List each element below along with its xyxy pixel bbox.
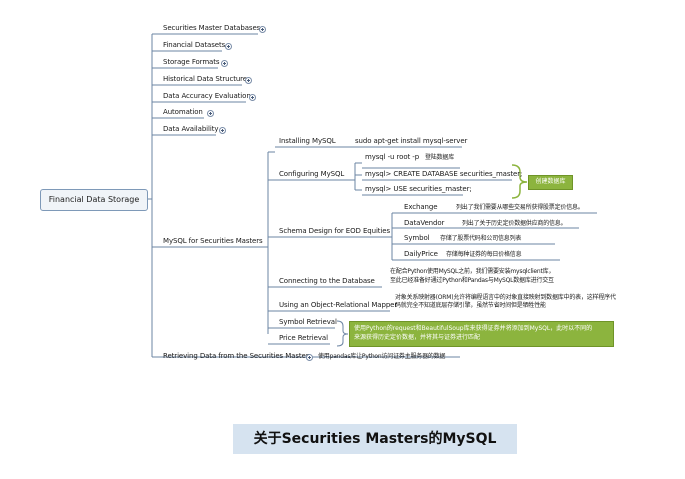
- config-command: mysql -u root -p: [365, 153, 420, 161]
- config-command-desc: 登陆数据库: [425, 154, 455, 161]
- expand-plus-icon[interactable]: [221, 60, 228, 67]
- retrieving-detail: 使用pandas库让Python访问证券主服务器的数据: [318, 353, 446, 360]
- table-name: DailyPrice: [404, 250, 438, 258]
- table-desc: 列出了关于历史定价数据供应商的信息。: [462, 220, 567, 227]
- expand-plus-icon[interactable]: [207, 110, 214, 117]
- expand-plus-icon[interactable]: [306, 354, 313, 361]
- node-data-accuracy-evaluation[interactable]: Data Accuracy Evaluation: [163, 92, 251, 100]
- table-name: DataVendor: [404, 219, 445, 227]
- node-installing-mysql[interactable]: Installing MySQL: [279, 137, 336, 145]
- connecting-detail-line: 在配合Python使用MySQL之前，我们需要安装mysqlclient库，: [390, 268, 555, 275]
- expand-plus-icon[interactable]: [249, 94, 256, 101]
- retrieval-note-line: 使用Python的request和BeautifulSoup库来获得证券并将添加…: [354, 325, 593, 332]
- node-schema-design[interactable]: Schema Design for EOD Equities: [279, 227, 391, 235]
- node-orm[interactable]: Using an Object-Relational Mapper: [279, 301, 398, 309]
- node-historical-data-structure[interactable]: Historical Data Structure: [163, 75, 248, 83]
- config-command: mysql> USE securities_master;: [365, 185, 472, 193]
- node-financial-datasets[interactable]: Financial Datasets: [163, 41, 226, 49]
- orm-detail-line: 码就完全不知道底层存储引擎，虽然节省时间但是牺牲性能: [395, 302, 546, 309]
- orm-detail-line: 对象关系映射器(ORM)允许将编程语言中的对象直接映射到数据库中的表，这样程序代: [395, 294, 616, 301]
- expand-plus-icon[interactable]: [225, 43, 232, 50]
- table-desc: 存储每种证券的每日价格信息: [446, 251, 522, 258]
- node-data-availability[interactable]: Data Availability: [163, 125, 219, 133]
- table-name: Exchange: [404, 203, 438, 211]
- node-storage-formats[interactable]: Storage Formats: [163, 58, 220, 66]
- node-price-retrieval[interactable]: Price Retrieval: [279, 334, 328, 342]
- node-securities-master-databases[interactable]: Securities Master Databases: [163, 24, 261, 32]
- table-name: Symbol: [404, 234, 430, 242]
- root-node[interactable]: Financial Data Storage: [40, 189, 148, 211]
- expand-plus-icon[interactable]: [245, 77, 252, 84]
- node-retrieving-data[interactable]: Retrieving Data from the Securities Mast…: [163, 352, 309, 360]
- config-command: mysql> CREATE DATABASE securities_master…: [365, 170, 523, 178]
- node-configuring-mysql[interactable]: Configuring MySQL: [279, 170, 345, 178]
- caption-title: 关于Securities Masters的MySQL: [233, 424, 517, 454]
- node-connecting-to-database[interactable]: Connecting to the Database: [279, 277, 375, 285]
- node-automation[interactable]: Automation: [163, 108, 203, 116]
- node-symbol-retrieval[interactable]: Symbol Retrieval: [279, 318, 337, 326]
- table-desc: 列出了我们需要从哪些交易所获得股票定价信息。: [456, 204, 584, 211]
- config-note: 创建数据库: [528, 175, 573, 190]
- retrieval-note-line: 来源获得历史定价数据，并将其与证券进行匹配: [354, 334, 481, 341]
- connecting-detail-line: 至此已经准备好通过Python和Pandas与MySQL数据库进行交互: [390, 277, 554, 284]
- table-desc: 存储了股票代码和公司信息列表: [440, 235, 522, 242]
- expand-plus-icon[interactable]: [219, 127, 226, 134]
- retrieval-note: 使用Python的request和BeautifulSoup库来获得证券并将添加…: [349, 321, 614, 347]
- expand-plus-icon[interactable]: [259, 26, 266, 33]
- installing-detail: sudo apt-get install mysql-server: [355, 137, 468, 145]
- node-mysql-for-securities-masters[interactable]: MySQL for Securities Masters: [163, 237, 263, 245]
